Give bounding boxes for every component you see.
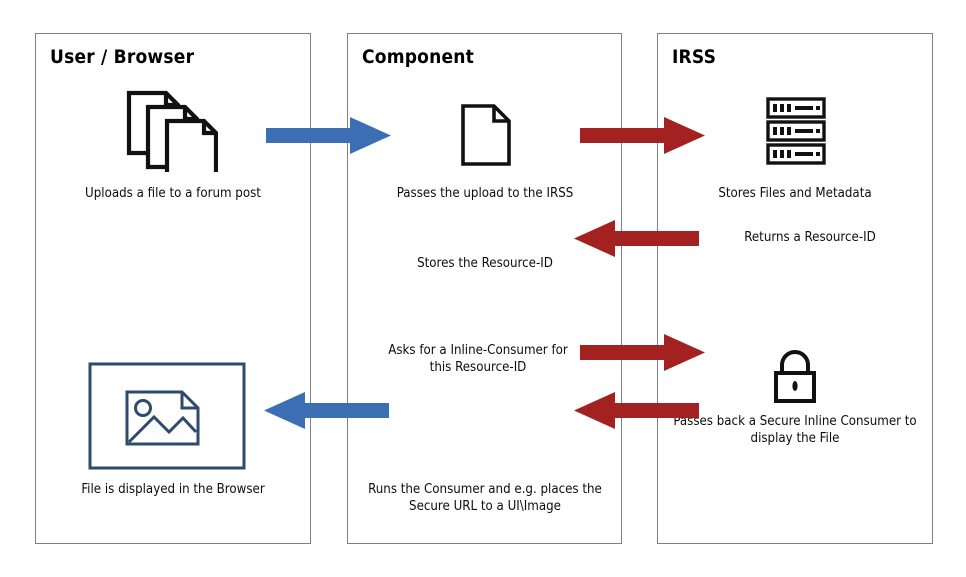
panel-title-component: Component — [362, 46, 474, 68]
caption-passes-back-secure-consumer: Passes back a Secure Inline Consumer to … — [673, 414, 917, 446]
panel-component: Component — [347, 33, 622, 544]
document-page-icon — [460, 103, 512, 167]
caption-stores-resource-id: Stores the Resource-ID — [417, 256, 553, 271]
documents-stack-icon — [126, 90, 218, 172]
server-rack-icon — [765, 97, 827, 165]
caption-runs-consumer: Runs the Consumer and e.g. places the Se… — [368, 482, 602, 514]
caption-stores-files-metadata: Stores Files and Metadata — [718, 186, 872, 201]
caption-file-displayed-browser: File is displayed in the Browser — [81, 482, 265, 497]
panel-title-irss: IRSS — [672, 46, 717, 68]
caption-returns-resource-id: Returns a Resource-ID — [744, 230, 876, 245]
caption-asks-inline-consumer: Asks for a Inline-Consumer for this Reso… — [388, 343, 568, 375]
caption-passes-upload: Passes the upload to the IRSS — [396, 186, 574, 201]
image-placeholder-icon — [88, 362, 246, 470]
padlock-icon — [771, 350, 819, 404]
panel-title-user-browser: User / Browser — [50, 46, 195, 68]
caption-uploads-file: Uploads a file to a forum post — [85, 186, 261, 201]
